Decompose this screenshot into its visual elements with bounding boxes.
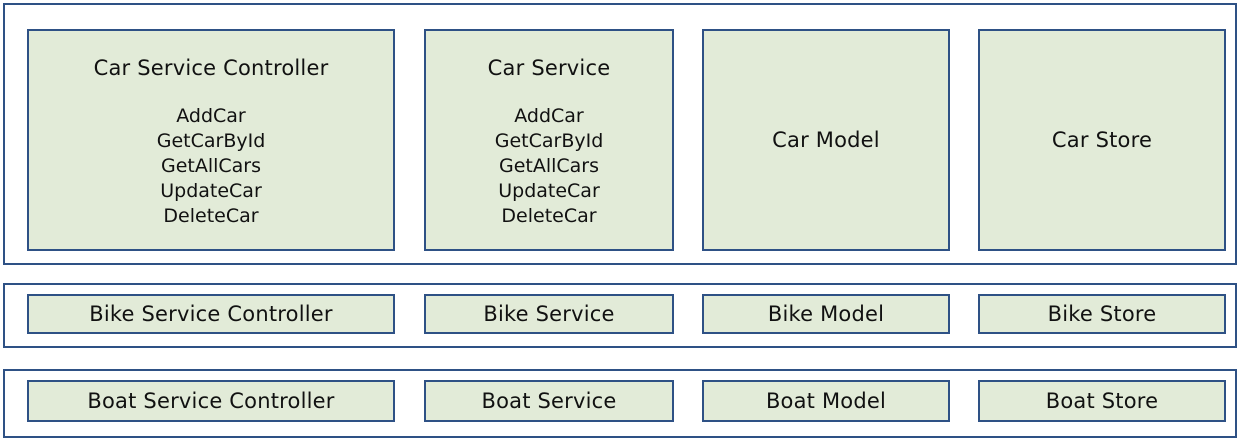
component-box-car-store[interactable]: Car Store (978, 29, 1226, 251)
layer-row-boat: Boat Service Controller Boat Service Boa… (3, 369, 1237, 438)
component-title: Car Model (772, 127, 880, 152)
component-title: Bike Store (1047, 301, 1157, 326)
component-box-bike-service-controller[interactable]: Bike Service Controller (27, 294, 395, 334)
component-box-boat-store[interactable]: Boat Store (978, 380, 1226, 422)
method-item: AddCar (514, 105, 584, 128)
layer-row-car: Car Service Controller AddCar GetCarById… (3, 3, 1237, 265)
method-item: UpdateCar (160, 180, 262, 203)
component-title: Bike Service (483, 301, 615, 326)
method-item: AddCar (176, 105, 246, 128)
method-item: DeleteCar (501, 205, 597, 228)
component-title: Bike Model (767, 301, 885, 326)
component-box-boat-model[interactable]: Boat Model (702, 380, 950, 422)
method-item: GetAllCars (498, 155, 600, 178)
component-title: Car Store (1051, 127, 1153, 152)
layer-row-bike: Bike Service Controller Bike Service Bik… (3, 283, 1237, 348)
component-box-car-model[interactable]: Car Model (702, 29, 950, 251)
component-title: Boat Service Controller (87, 388, 335, 413)
method-item: GetAllCars (160, 155, 262, 178)
component-box-bike-service[interactable]: Bike Service (424, 294, 674, 334)
method-list: AddCar GetCarById GetAllCars UpdateCar D… (157, 104, 266, 229)
method-item: GetCarById (494, 130, 604, 153)
component-title: Car Service (487, 56, 611, 80)
component-box-car-service-controller[interactable]: Car Service Controller AddCar GetCarById… (27, 29, 395, 251)
component-title: Boat Model (765, 388, 887, 413)
method-list: AddCar GetCarById GetAllCars UpdateCar D… (495, 104, 604, 229)
method-item: GetCarById (156, 130, 266, 153)
component-title: Car Service Controller (93, 56, 329, 80)
component-box-car-service[interactable]: Car Service AddCar GetCarById GetAllCars… (424, 29, 674, 251)
component-title: Bike Service Controller (89, 301, 333, 326)
method-item: DeleteCar (163, 205, 259, 228)
component-box-bike-store[interactable]: Bike Store (978, 294, 1226, 334)
component-box-boat-service[interactable]: Boat Service (424, 380, 674, 422)
component-box-bike-model[interactable]: Bike Model (702, 294, 950, 334)
component-title: Boat Service (481, 388, 617, 413)
component-box-boat-service-controller[interactable]: Boat Service Controller (27, 380, 395, 422)
method-item: UpdateCar (498, 180, 600, 203)
component-title: Boat Store (1045, 388, 1159, 413)
